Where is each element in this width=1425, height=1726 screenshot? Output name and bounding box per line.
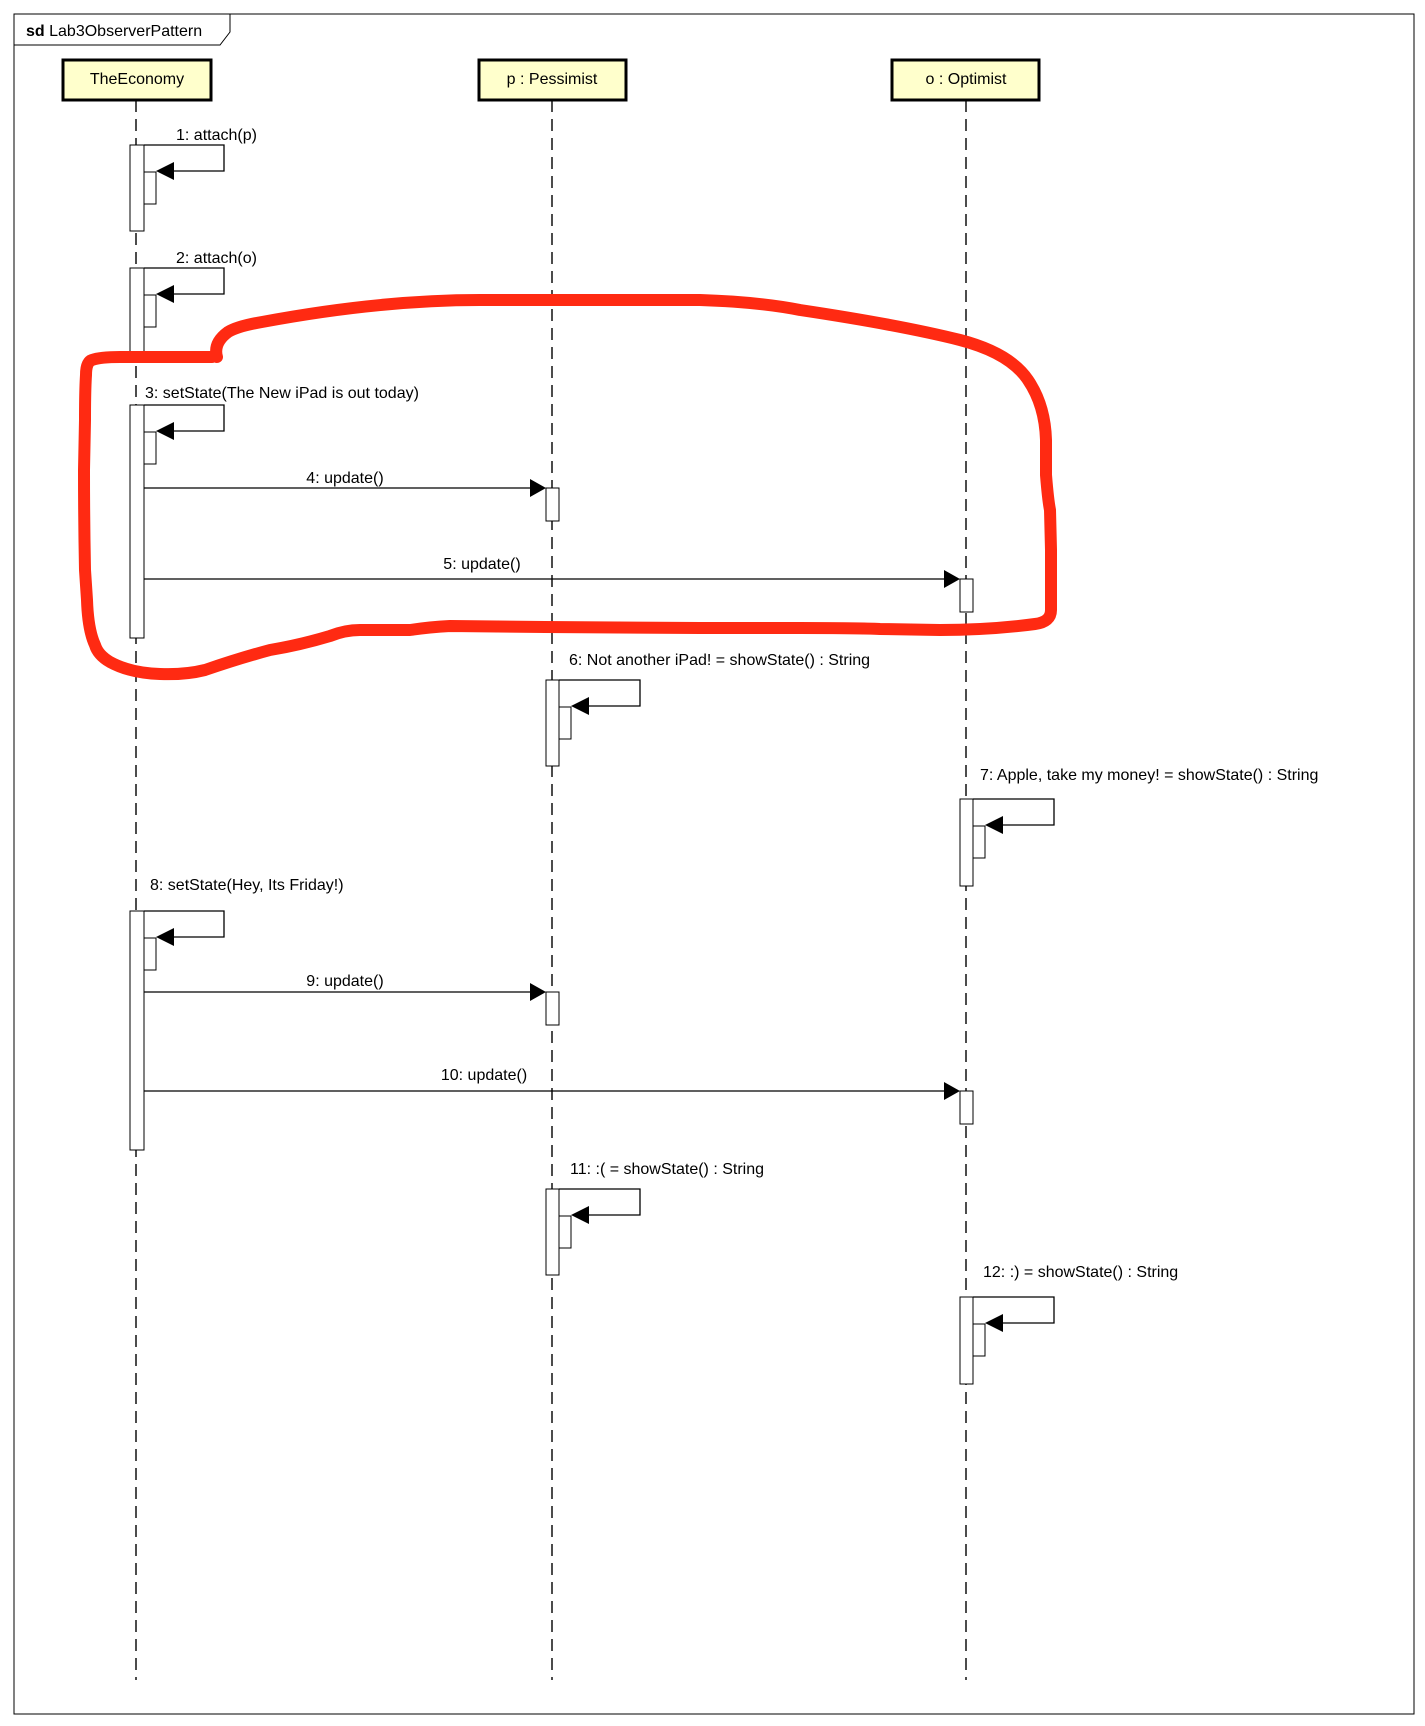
self-message-2 bbox=[144, 267, 225, 295]
lifeline-head-pessimist: p : Pessimist bbox=[477, 58, 628, 102]
message-label-10: 10: update() bbox=[441, 1067, 527, 1084]
activation-optimist-12 bbox=[959, 1296, 974, 1385]
lifeline-label-optimist: o : Optimist bbox=[926, 71, 1007, 88]
message-label-6: 6: Not another iPad! = showState() : Str… bbox=[569, 652, 870, 669]
message-label-8: 8: setState(Hey, Its Friday!) bbox=[150, 877, 344, 894]
lifeline-head-economy: TheEconomy bbox=[61, 58, 213, 102]
activation-economy-8 bbox=[129, 910, 145, 1151]
self-message-7 bbox=[973, 798, 1055, 826]
message-label-11: 11: :( = showState() : String bbox=[570, 1161, 764, 1178]
arrowhead-11 bbox=[571, 1206, 589, 1224]
activation-optimist-5 bbox=[959, 578, 974, 613]
self-message-8 bbox=[144, 910, 225, 938]
arrowhead-8 bbox=[156, 928, 174, 946]
activation-economy-3 bbox=[129, 404, 145, 639]
activation-pessimist-11 bbox=[545, 1188, 560, 1276]
activation-pessimist-6-nested bbox=[558, 706, 572, 740]
message-label-3: 3: setState(The New iPad is out today) bbox=[145, 385, 419, 402]
frame-title: sd Lab3ObserverPattern bbox=[26, 23, 202, 40]
activation-pessimist-9 bbox=[545, 991, 560, 1026]
frame-title-tab bbox=[13, 13, 231, 46]
lifeline-label-pessimist: p : Pessimist bbox=[507, 71, 598, 88]
activation-optimist-7-nested bbox=[972, 825, 986, 859]
message-label-1: 1: attach(p) bbox=[176, 127, 257, 144]
message-label-2: 2: attach(o) bbox=[176, 250, 257, 267]
activation-pessimist-6 bbox=[545, 679, 560, 767]
self-message-3 bbox=[144, 404, 225, 432]
arrowhead-5 bbox=[944, 570, 960, 588]
activation-economy-2-nested bbox=[143, 294, 157, 328]
activation-optimist-12-nested bbox=[972, 1323, 986, 1357]
self-message-1 bbox=[144, 144, 225, 172]
message-label-4: 4: update() bbox=[306, 470, 383, 487]
message-label-5: 5: update() bbox=[443, 556, 520, 573]
arrowhead-12 bbox=[985, 1314, 1003, 1332]
self-message-12 bbox=[973, 1296, 1055, 1324]
activation-economy-2 bbox=[129, 267, 145, 361]
activation-economy-1-nested bbox=[143, 171, 157, 205]
red-highlight-annotation bbox=[78, 294, 1057, 681]
arrowhead-2 bbox=[156, 285, 174, 303]
arrowhead-6 bbox=[571, 697, 589, 715]
activation-optimist-10 bbox=[959, 1090, 974, 1125]
activation-pessimist-11-nested bbox=[558, 1215, 572, 1249]
activation-pessimist-4 bbox=[545, 487, 560, 522]
arrowhead-1 bbox=[156, 162, 174, 180]
arrowhead-3 bbox=[156, 422, 174, 440]
self-message-11 bbox=[559, 1188, 641, 1216]
lifeline-head-optimist: o : Optimist bbox=[890, 58, 1041, 102]
arrowhead-4 bbox=[530, 479, 546, 497]
message-label-7: 7: Apple, take my money! = showState() :… bbox=[980, 767, 1318, 784]
activation-economy-3-nested bbox=[143, 431, 157, 465]
activation-economy-1 bbox=[129, 144, 145, 232]
lifeline-label-economy: TheEconomy bbox=[90, 71, 184, 88]
arrowhead-7 bbox=[985, 816, 1003, 834]
activation-optimist-7 bbox=[959, 798, 974, 887]
arrowhead-9 bbox=[530, 983, 546, 1001]
message-label-9: 9: update() bbox=[306, 973, 383, 990]
arrowhead-10 bbox=[944, 1082, 960, 1100]
self-message-6 bbox=[559, 679, 641, 707]
message-label-12: 12: :) = showState() : String bbox=[983, 1264, 1178, 1281]
activation-economy-8-nested bbox=[143, 937, 157, 971]
